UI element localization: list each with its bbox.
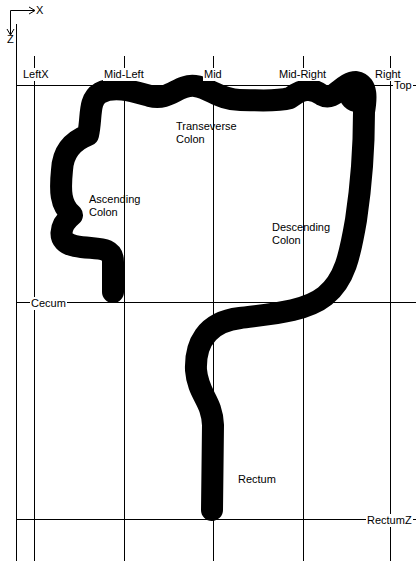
diagram-label: Mid-Right [278,68,327,81]
colon-flexure [339,76,375,112]
diagram-label: Rectum [237,473,277,486]
colon-path [61,82,366,510]
diagram-label: Descending Colon [271,221,343,247]
diagram-label: Transeverse Colon [175,120,249,146]
diagram-label: RectumZ [366,514,413,527]
grid-lines [16,24,416,561]
diagram-label: Cecum [30,297,67,310]
diagram-label: Mid-Left [103,68,145,81]
diagram-label: X [35,4,44,17]
axis-arrows [7,7,35,35]
diagram-label: Top [393,79,413,92]
diagram-label: LeftX [22,68,50,81]
diagram-label: Z [6,33,15,46]
diagram-label: Ascending Colon [88,193,156,219]
diagram-label: Mid [203,68,223,81]
